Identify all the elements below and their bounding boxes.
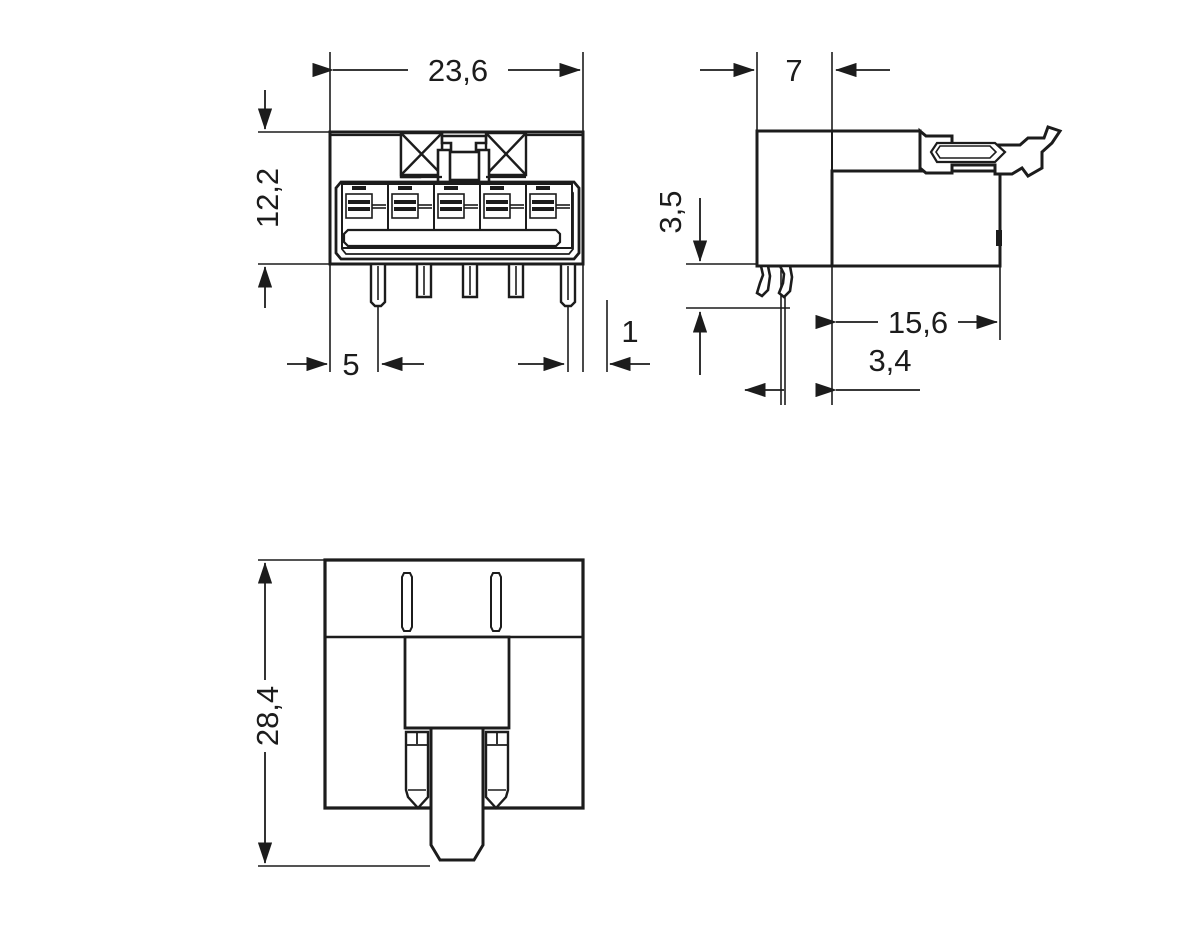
dimension-pitch-5: 5	[287, 347, 424, 382]
side-view-locking-latch	[918, 125, 1063, 178]
bottom-view-latch-fingers	[404, 730, 510, 810]
dimension-edge-1: 1	[518, 314, 650, 372]
bottom-view-center-block	[403, 635, 511, 730]
dimension-label-3-5: 3,5	[653, 190, 688, 233]
dimension-label-3-4: 3,4	[868, 343, 911, 378]
dimension-label-12-2: 12,2	[250, 168, 285, 228]
dimension-height-12-2: 12,2	[250, 90, 285, 308]
front-view-lower-rail	[342, 228, 562, 248]
contact-clamp	[345, 186, 386, 244]
bottom-view-slots	[401, 572, 502, 632]
contact-clamp	[529, 186, 570, 244]
bottom-view-center-tab	[429, 726, 485, 862]
dimension-length-28-4: 28,4	[250, 562, 285, 864]
bottom-view-group: 28,4	[250, 558, 585, 867]
dimension-offset-3-4: 3,4	[744, 343, 920, 398]
dimension-label-1: 1	[621, 314, 638, 349]
contact-clamp	[483, 186, 524, 244]
front-view-contact-clamps	[345, 186, 570, 244]
dimension-width-7: 7	[700, 53, 890, 88]
dimension-label-7: 7	[785, 53, 802, 88]
front-view-solder-pins	[369, 262, 577, 308]
dimension-label-23-6: 23,6	[428, 53, 488, 88]
front-view-keying-block	[399, 131, 528, 179]
dimension-label-5: 5	[342, 347, 359, 382]
dimension-label-15-6: 15,6	[888, 305, 948, 340]
front-view-top-ledge	[330, 133, 583, 179]
side-view-group: 7 3,5 15,6 3,4	[653, 52, 1063, 405]
bottom-view-extension-lines	[258, 559, 430, 867]
front-view-group: 23,6 12,2 5 1	[250, 52, 650, 382]
side-view-solder-pins	[755, 264, 794, 405]
dimension-label-28-4: 28,4	[250, 686, 285, 746]
dimension-height-3-5: 3,5	[653, 190, 708, 375]
contact-clamp	[391, 186, 432, 244]
front-view-center-latch	[436, 134, 491, 185]
dimension-width-23-6: 23,6	[312, 53, 581, 88]
dimension-depth-15-6: 15,6	[815, 305, 998, 340]
